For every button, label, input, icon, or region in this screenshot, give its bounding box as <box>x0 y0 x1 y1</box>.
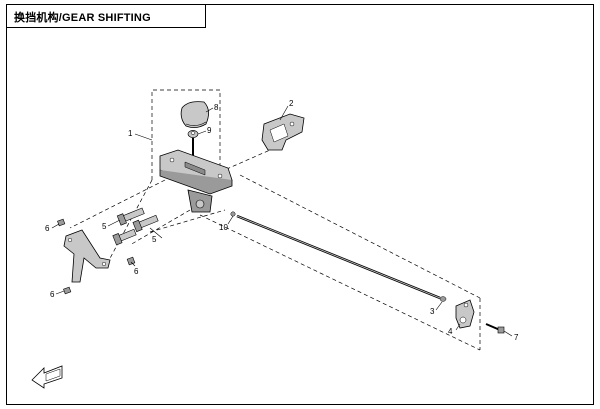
callout-5a: 5 <box>102 222 107 231</box>
part-6-nuts <box>57 218 136 295</box>
callout-7: 7 <box>514 333 519 342</box>
part-5-bolts <box>112 207 159 246</box>
callout-4: 4 <box>448 327 453 336</box>
callout-9: 9 <box>207 126 212 135</box>
mounting-plate <box>63 229 111 283</box>
leader-lines <box>51 105 513 337</box>
callout-6a: 6 <box>45 224 50 233</box>
part-2-bracket <box>261 113 305 151</box>
title-box: 换挡机构/GEAR SHIFTING <box>6 4 206 28</box>
callout-8: 8 <box>214 103 219 112</box>
callout-1: 1 <box>128 129 133 138</box>
part-10-shift-rod <box>230 211 441 300</box>
diagram-frame <box>6 4 594 405</box>
part-7-bolt <box>485 323 505 334</box>
part-3-washer <box>439 296 447 302</box>
callout-6b: 6 <box>134 267 139 276</box>
diagram-title: 换挡机构/GEAR SHIFTING <box>14 12 151 24</box>
callout-6c: 6 <box>50 290 55 299</box>
part-8-shift-knob <box>180 101 209 128</box>
front-direction-arrow-icon <box>31 365 63 389</box>
callout-2: 2 <box>289 99 294 108</box>
callout-3: 3 <box>430 307 435 316</box>
part-1-shifter-assembly <box>159 149 233 213</box>
callout-5b: 5 <box>152 235 157 244</box>
part-4-ball-joint <box>455 299 475 329</box>
callout-labels: 1 2 3 4 5 5 6 6 6 7 8 9 10 <box>45 99 519 342</box>
part-9-nut <box>187 130 199 138</box>
callout-10: 10 <box>219 223 228 232</box>
